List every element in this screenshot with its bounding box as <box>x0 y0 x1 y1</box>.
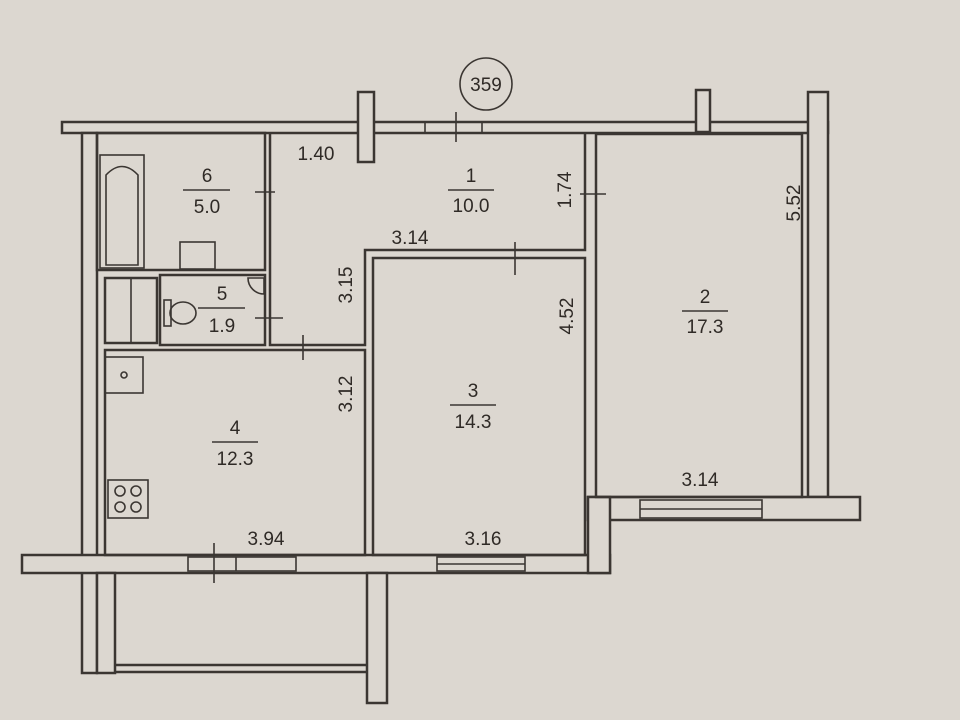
room-5-toilet <box>158 273 267 347</box>
sink-icon <box>179 241 216 270</box>
room-2 <box>594 132 804 499</box>
bathtub-icon <box>99 154 145 269</box>
dim-hall-bottom: 3.14 <box>392 228 429 249</box>
section-marker <box>459 57 513 111</box>
room-label-1: 1 10.0 <box>448 166 494 217</box>
room-area: 14.3 <box>455 412 492 433</box>
dim-room3-height: 4.52 <box>557 298 578 335</box>
room-area: 17.3 <box>687 317 724 338</box>
room-number: 4 <box>230 418 241 439</box>
room-label-5: 5 1.9 <box>198 284 245 337</box>
dim-hall-width: 1.74 <box>555 171 576 208</box>
room-4-kitchen <box>103 348 367 557</box>
section-number: 359 <box>470 75 502 96</box>
room-area: 10.0 <box>453 196 490 217</box>
dim-room2-width: 3.14 <box>682 470 719 491</box>
room-label-4: 4 12.3 <box>212 418 258 470</box>
room-area: 1.9 <box>209 316 235 337</box>
room-3 <box>371 256 587 557</box>
wall-corner <box>586 495 612 575</box>
room-6-bathroom <box>95 131 267 272</box>
toilet-icon <box>163 299 197 327</box>
room-label-2: 2 17.3 <box>682 287 728 338</box>
outer-wall-right <box>806 90 830 499</box>
stove-icon <box>107 479 149 519</box>
outer-wall-top <box>60 120 830 135</box>
dim-room4-width: 3.94 <box>248 529 285 550</box>
kitchen-sink-icon <box>104 356 144 394</box>
window <box>187 112 763 583</box>
dim-room3-width: 3.16 <box>465 529 502 550</box>
room-number: 5 <box>217 284 228 305</box>
dim-room4-height: 3.12 <box>336 376 357 413</box>
wall-stub <box>356 90 376 164</box>
door-marks <box>247 191 606 360</box>
room-1-hall <box>268 133 587 347</box>
wall-stub <box>694 88 712 134</box>
balcony-wall-right <box>365 571 389 705</box>
balcony-wall-left <box>95 571 117 675</box>
dim-room2-height: 5.52 <box>784 185 805 222</box>
room-number: 2 <box>700 287 711 308</box>
room-area: 5.0 <box>194 197 220 218</box>
room-number: 3 <box>468 381 479 402</box>
dim-hall-left: 3.15 <box>336 267 357 304</box>
room-label-6: 6 5.0 <box>183 166 230 218</box>
room-area: 12.3 <box>217 449 254 470</box>
room-number: 6 <box>202 166 213 187</box>
outer-wall-left <box>80 131 99 675</box>
dim-hall-top: 1.40 <box>298 144 335 165</box>
room-label-3: 3 14.3 <box>450 381 496 433</box>
room-number: 1 <box>466 166 477 187</box>
